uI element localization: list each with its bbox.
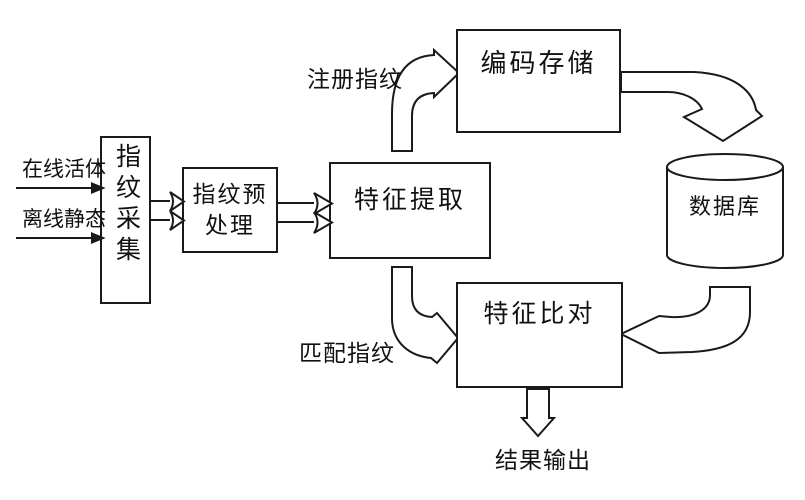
arrow-collect-to-preprocess-bottom — [150, 210, 186, 231]
box-encode-store — [456, 29, 621, 133]
arrow-database-to-compare-elbow — [618, 286, 751, 355]
label-register-fingerprint: 注册指纹 — [307, 67, 403, 92]
arrow-input-online — [16, 182, 106, 194]
node-feature-extraction: 特征提取 — [353, 187, 466, 214]
database-cylinder-top — [666, 153, 784, 181]
arrow-register-elbow — [391, 47, 461, 152]
arrow-preprocess-to-extract-top — [277, 192, 334, 215]
node-fingerprint-preprocess: 指纹预 处理 — [183, 168, 277, 252]
node-fingerprint-collection-label: 指纹采集 — [112, 143, 140, 267]
label-match-fingerprint: 匹配指纹 — [299, 341, 395, 366]
node-fingerprint-preprocess-line2: 处理 — [205, 213, 255, 238]
database-cylinder-body — [666, 167, 784, 269]
box-fingerprint-preprocess — [182, 167, 278, 253]
arrow-input-offline — [16, 232, 106, 244]
box-fingerprint-collection — [100, 136, 151, 304]
arrow-store-to-database-elbow — [620, 71, 764, 143]
box-feature-compare — [456, 282, 623, 388]
arrow-preprocess-to-extract-bottom — [277, 211, 334, 234]
node-fingerprint-preprocess-line1: 指纹预 — [192, 182, 268, 207]
arrow-compare-to-output — [519, 388, 557, 438]
node-database: 数据库 — [688, 194, 761, 219]
arrow-collect-to-preprocess-top — [150, 191, 186, 212]
box-feature-extraction — [329, 162, 491, 259]
arrow-match-elbow — [391, 266, 460, 365]
node-encode-store: 编码存储 — [480, 49, 597, 78]
node-feature-compare: 特征比对 — [483, 301, 596, 328]
label-input-offline: 离线静态 — [22, 207, 106, 231]
node-fingerprint-collection: 指纹采集 — [101, 139, 150, 271]
label-input-online: 在线活体 — [22, 157, 106, 181]
label-result-output: 结果输出 — [495, 448, 591, 473]
